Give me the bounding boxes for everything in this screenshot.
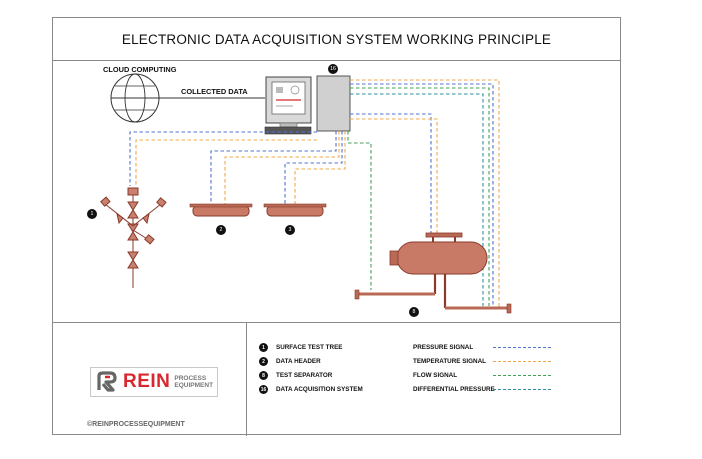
signal-label-temperature: TEMPERATURE SIGNAL (413, 358, 486, 365)
signal-label-pressure: PRESSURE SIGNAL (413, 344, 474, 351)
legend-item-data-acquisition-system: 16 DATA ACQUISITION SYSTEM (259, 385, 363, 394)
legend-badge: 2 (259, 357, 268, 366)
temperature-signal-lines (135, 79, 500, 308)
copyright-text: ©REINPROCESSEQUIPMENT (87, 421, 185, 428)
legend-item-surface-test-tree: 1 SURFACE TEST TREE (259, 343, 342, 352)
diagram-frame: ELECTRONIC DATA ACQUISITION SYSTEM WORKI… (52, 17, 621, 436)
title-bar: ELECTRONIC DATA ACQUISITION SYSTEM WORKI… (53, 18, 620, 61)
legend-badge: 1 (259, 343, 268, 352)
cloud-computing-label: CLOUD COMPUTING (103, 65, 177, 74)
legend-label: DATA HEADER (276, 358, 321, 365)
logo-subtitle: PROCESS EQUIPMENT (174, 375, 213, 389)
das-badge: 16 (328, 64, 338, 74)
legend-panel: REIN PROCESS EQUIPMENT ©REINPROCESSEQUIP… (53, 322, 620, 436)
rein-logo: REIN PROCESS EQUIPMENT (90, 367, 218, 397)
legend-badge: 16 (259, 385, 268, 394)
pressure-signal-lines (129, 83, 494, 308)
signal-line-temperature (493, 361, 551, 362)
signal-label-flow: FLOW SIGNAL (413, 372, 458, 379)
logo-sub-line2: EQUIPMENT (174, 382, 214, 389)
signal-line-differential-pressure (493, 389, 551, 390)
legend-badge: 8 (259, 371, 268, 380)
cloud-globe-icon (110, 73, 160, 123)
logo-word: REIN (123, 371, 171, 392)
legend-item-test-separator: 8 TEST SEPARATOR (259, 371, 332, 380)
flow-signal-lines (347, 87, 490, 306)
differential-pressure-lines (350, 93, 484, 306)
separator-badge: 8 (409, 307, 419, 317)
legend-label: SURFACE TEST TREE (276, 344, 343, 351)
test-separator (354, 232, 512, 314)
surface-test-tree (100, 187, 167, 288)
computer-monitor-icon (264, 76, 312, 135)
data-header-left (189, 203, 253, 217)
logo-sub-line1: PROCESS (174, 375, 207, 382)
logo-cell: REIN PROCESS EQUIPMENT ©REINPROCESSEQUIP… (53, 323, 247, 436)
das-cabinet (316, 75, 351, 132)
legend-item-data-header: 2 DATA HEADER (259, 357, 321, 366)
legend-label: TEST SEPARATOR (276, 372, 333, 379)
rein-logo-mark-icon (97, 371, 117, 392)
tree-badge: 1 (87, 209, 97, 219)
page-title: ELECTRONIC DATA ACQUISITION SYSTEM WORKI… (121, 31, 552, 47)
collected-data-label: COLLECTED DATA (181, 87, 248, 96)
signal-line-pressure (493, 347, 551, 348)
header-left-badge: 2 (216, 225, 226, 235)
signal-line-flow (493, 375, 551, 376)
legend-label: DATA ACQUISITION SYSTEM (276, 386, 363, 393)
process-diagram (100, 73, 512, 314)
signal-label-differential-pressure: DIFFERENTIAL PRESSURE (413, 386, 495, 393)
header-right-badge: 3 (285, 225, 295, 235)
data-header-right (263, 203, 327, 217)
